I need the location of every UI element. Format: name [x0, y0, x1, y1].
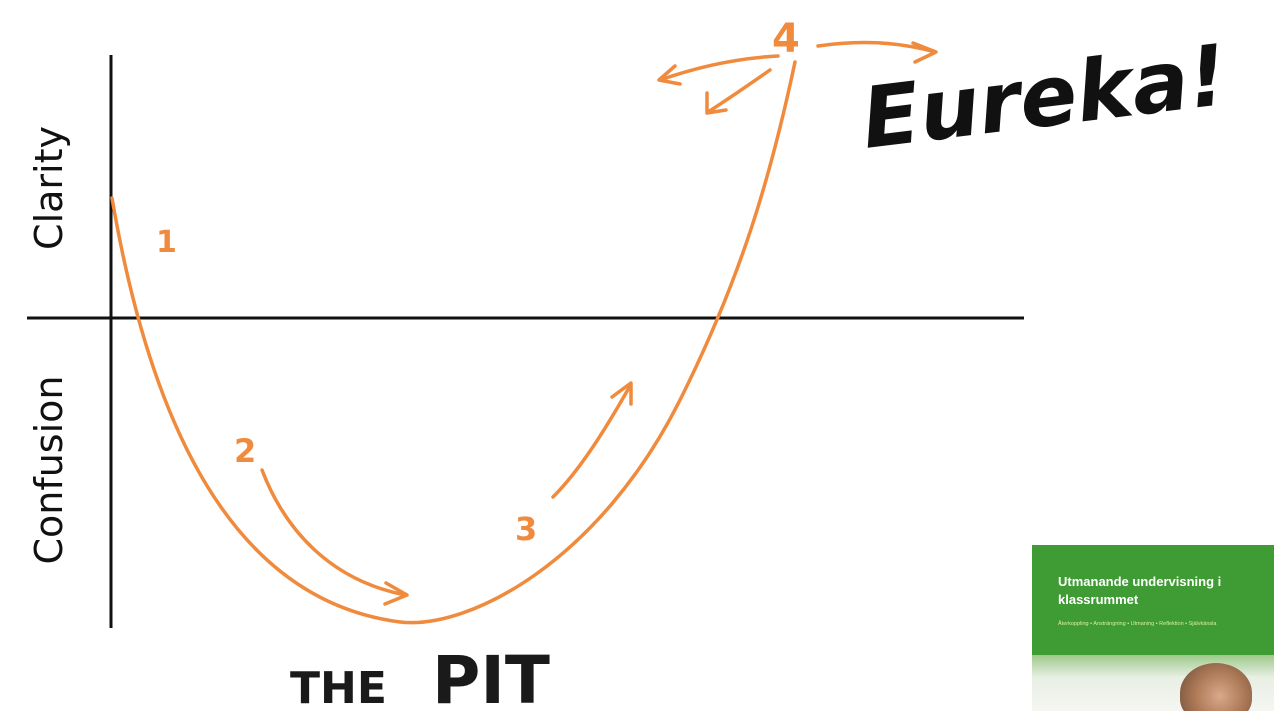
- confusion-axis-label: Confusion: [27, 375, 71, 564]
- eureka-arrow-down-head: [705, 91, 728, 115]
- book-cover-face: [1180, 663, 1252, 711]
- eureka-arrow-down: [706, 68, 772, 114]
- step-2-arrowhead: [383, 581, 409, 606]
- clarity-axis-label: Clarity: [27, 126, 71, 250]
- eureka-arrow-right-head: [911, 41, 938, 64]
- step-3-label: 3: [515, 510, 537, 548]
- pit-title-prefix: THE: [290, 663, 387, 711]
- eureka-arrow-right: [816, 40, 937, 54]
- eureka-arrow-left-head: [657, 64, 682, 86]
- step-3-arrowhead: [610, 381, 633, 406]
- book-title: Utmanande undervisning i klassrummet: [1058, 574, 1222, 607]
- pit-title-main: PIT: [432, 642, 550, 711]
- book-cover-image: Utmanande undervisning i klassrummet Åte…: [1032, 545, 1274, 711]
- eureka-arrow-left: [658, 54, 780, 82]
- book-subtitle: Återkoppling • Ansträngning • Utmaning •…: [1058, 621, 1217, 627]
- step-2-label: 2: [234, 432, 256, 470]
- step-3-arrow: [551, 384, 632, 499]
- step-4-label: 4: [772, 16, 800, 62]
- step-1-label: 1: [156, 225, 177, 260]
- step-2-arrow: [260, 468, 407, 597]
- pit-curve: [110, 60, 797, 625]
